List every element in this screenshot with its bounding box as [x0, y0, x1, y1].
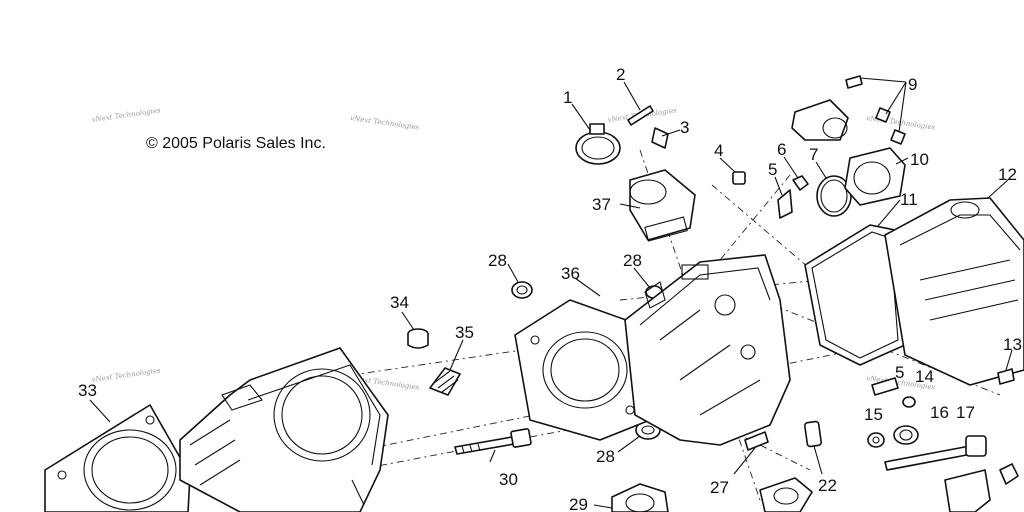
callout-1: 1 [563, 88, 572, 107]
callout-34: 34 [390, 293, 409, 312]
o-ring [816, 175, 852, 217]
plug [893, 425, 919, 445]
callout-2: 2 [616, 65, 625, 84]
watermark-text: vNext Technologies [350, 114, 420, 132]
exhaust-gasket [611, 483, 669, 512]
callout-6: 6 [777, 140, 786, 159]
thermostat-housing [791, 99, 849, 141]
watermark-text: vNext Technologies [91, 366, 161, 384]
callout-11: 11 [900, 190, 918, 209]
cam-chain-cover [844, 147, 906, 206]
hose-clamp [575, 123, 621, 165]
bolt [845, 75, 906, 145]
callout-10: 10 [910, 150, 929, 169]
screw [627, 105, 654, 126]
dowel-pin [871, 377, 899, 396]
callout-28: 28 [488, 251, 507, 270]
callout-28: 28 [596, 447, 615, 466]
copyright-text: © 2005 Polaris Sales Inc. [146, 135, 326, 152]
callout-37: 37 [592, 195, 611, 214]
cylinder-block [179, 347, 389, 512]
callout-12: 12 [998, 165, 1017, 184]
dowel-pin [407, 328, 429, 349]
callout-35: 35 [455, 323, 474, 342]
callout-22: 22 [818, 476, 837, 495]
washer [902, 396, 916, 408]
washer [867, 432, 885, 448]
dowel-pin [777, 189, 793, 219]
bracket [944, 463, 1019, 512]
valve-stem-seal [511, 281, 533, 299]
leader-lines [89, 77, 1013, 509]
callout-7: 7 [809, 145, 818, 164]
callout-13: 13 [1003, 335, 1022, 354]
cylinder-head [624, 254, 791, 446]
callout-14: 14 [915, 367, 934, 386]
callout-27: 27 [710, 478, 729, 497]
watermark-text: vNext Technologies [91, 106, 161, 124]
callout-4: 4 [714, 141, 723, 160]
valve-cover [884, 197, 1024, 386]
callout-17: 17 [956, 403, 975, 422]
callout-9: 9 [908, 75, 917, 94]
long-bolt [884, 435, 987, 471]
bolt [744, 431, 769, 451]
dowel-pin [803, 420, 823, 448]
callout-numbers: 1 2 3 4 5 6 7 9 10 11 12 13 5 14 15 16 1… [78, 65, 1022, 512]
callout-29: 29 [569, 495, 588, 512]
cylinder-base-gasket [44, 404, 191, 512]
callout-36: 36 [561, 264, 580, 283]
intake-boot [629, 169, 696, 242]
stud-fitting [429, 367, 461, 396]
callout-3: 3 [680, 118, 689, 137]
callout-5-lower: 5 [895, 363, 904, 382]
dowel-pin [732, 171, 746, 185]
head-bolt [454, 428, 532, 455]
fitting [759, 477, 813, 512]
callout-33: 33 [78, 381, 97, 400]
callout-30: 30 [499, 470, 518, 489]
screw [651, 127, 669, 149]
nut [792, 175, 809, 191]
callout-28: 28 [623, 251, 642, 270]
callout-16: 16 [930, 403, 949, 422]
bolt [997, 368, 1015, 385]
callout-5: 5 [768, 160, 777, 179]
callout-15: 15 [864, 405, 883, 424]
